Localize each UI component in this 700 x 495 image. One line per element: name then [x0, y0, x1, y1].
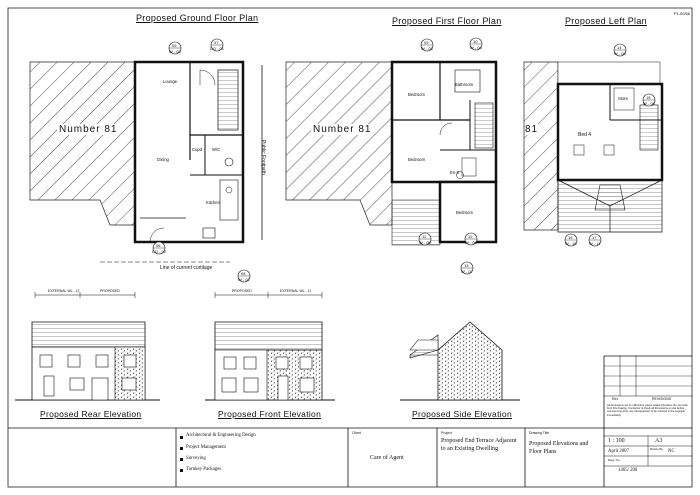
service-4: Turnkey Packages [186, 467, 222, 472]
service-1: Architectural & Engineering Design [186, 433, 256, 438]
marker-l-top-right-num: 15 [646, 95, 651, 100]
marker-g-bottom-ref: DO - 02 [152, 249, 167, 254]
dwg-number-value: 1465/ 200 [618, 468, 638, 473]
marker-f-bottom-left-ref: W - 05 [419, 240, 431, 245]
room-wc: W/C [212, 147, 221, 152]
marker-g-top-right-ref: DO - 01 [210, 46, 225, 51]
service-3: Surveying [186, 456, 206, 461]
neighbour-hatch-ground [29, 61, 136, 226]
dim-rear-left: EXTERNAL WL - 12 [48, 289, 80, 293]
sheet-frame [7, 7, 693, 488]
drawn-by-label: Drawn By [650, 447, 664, 451]
marker-f-bottom-left-num: 11 [422, 234, 427, 239]
room-dining: Dining [157, 157, 169, 162]
marker-f-below-ref: W - 07 [461, 269, 473, 274]
marker-l-top-left-num: 14 [617, 45, 622, 50]
marker-g-bottom-num: 06 [156, 243, 161, 248]
room-bathroom: Bathroom [455, 82, 474, 87]
scale-value: 1 : 100 [608, 438, 625, 444]
notes-text: All dimensions are in millimetres unless… [607, 404, 688, 417]
room-bedroom-1: Bedroom [408, 92, 425, 97]
room-kitchen: Kitchen [206, 200, 220, 205]
roof-hatch-first [391, 199, 441, 246]
marker-g-side-ref: W - 02 [238, 277, 250, 282]
marker-f-top-right-ref: W - 04 [470, 45, 482, 50]
marker-g-top-left-num: 05 [172, 43, 177, 48]
neighbour-label-first: Number 81 [311, 124, 374, 135]
road-label: Public Footpath [260, 140, 266, 175]
marker-l-bottom-right-ref: W - 11 [589, 241, 601, 246]
drawing-title-value: Proposed Elevations and Floor Plans [529, 441, 589, 455]
neighbour-label-ground: Number 81 [57, 124, 120, 135]
neighbour-label-left: 81 [525, 124, 539, 135]
ground-floor-title: Proposed Ground Floor Plan [136, 13, 259, 23]
marker-l-bottom-left-num: 16 [568, 235, 573, 240]
room-lounge: Lounge [163, 79, 177, 84]
room-cupboard: Cupd [192, 147, 203, 152]
marker-f-top-left-num: 09 [424, 40, 429, 45]
side-wall [437, 321, 503, 401]
left-plan-title: Proposed Left Plan [565, 16, 647, 26]
room-bedroom-3: Bedroom [456, 210, 473, 215]
date-value: April 2007 [608, 449, 629, 454]
revisions-title: REVISIONS [652, 397, 672, 401]
marker-l-bottom-right-num: 17 [592, 235, 597, 240]
front-roof [214, 321, 323, 351]
rear-roof [31, 321, 146, 348]
marker-f-top-left-ref: W - 03 [421, 46, 433, 51]
room-ensuite: En-S [450, 170, 460, 175]
marker-f-below-num: 13 [464, 263, 469, 268]
marker-g-top-left-ref: W - 03 [169, 49, 181, 54]
rear-elevation-title: Proposed Rear Elevation [40, 409, 142, 419]
size-value: A3 [655, 438, 663, 444]
first-floor-title: Proposed First Floor Plan [392, 16, 502, 26]
dim-front-right: EXTERNAL WL - 11 [280, 289, 312, 293]
project-label: Project [441, 431, 452, 435]
room-bedroom-2: Bedroom [408, 157, 425, 162]
drawing-title-label: Drawing Title [529, 431, 550, 435]
marker-g-top-right-num: 07 [214, 40, 219, 45]
dim-rear-right: PROPOSED [100, 289, 120, 293]
revisions-rev-header: Rev [612, 397, 619, 401]
marker-l-top-left-ref: W - 08 [614, 51, 626, 56]
sheet-reference: P1-00/56 [673, 11, 690, 16]
client-label: Client [352, 431, 361, 435]
front-elevation-title: Proposed Front Elevation [218, 409, 322, 419]
dwg-number-label: Dwg. No. [608, 458, 621, 462]
marker-l-bottom-left-ref: W - 10 [565, 241, 577, 246]
service-2: Project Management [186, 445, 226, 450]
neighbour-hatch-left [523, 61, 559, 231]
room-store: Store [618, 96, 629, 101]
marker-g-side-num: 08 [241, 271, 246, 276]
neighbour-hatch-first [285, 61, 393, 226]
project-value: Proposed End Terrace Adjacent to an Exis… [441, 438, 517, 452]
marker-f-bottom-right-ref: W - 06 [465, 240, 477, 245]
drawn-by-value: NC [668, 449, 675, 454]
side-elevation-title: Proposed Side Elevation [412, 409, 512, 419]
client-value: Care of Agent [370, 455, 404, 461]
room-bed-4: Bed 4 [578, 132, 592, 138]
curtilage-label: Line of current curtilage [160, 265, 213, 271]
marker-f-bottom-right-num: 12 [468, 234, 473, 239]
marker-f-top-right-num: 10 [473, 39, 478, 44]
marker-l-top-right-ref: W - 09 [643, 101, 655, 106]
dim-front-left: PROPOSED [232, 289, 252, 293]
